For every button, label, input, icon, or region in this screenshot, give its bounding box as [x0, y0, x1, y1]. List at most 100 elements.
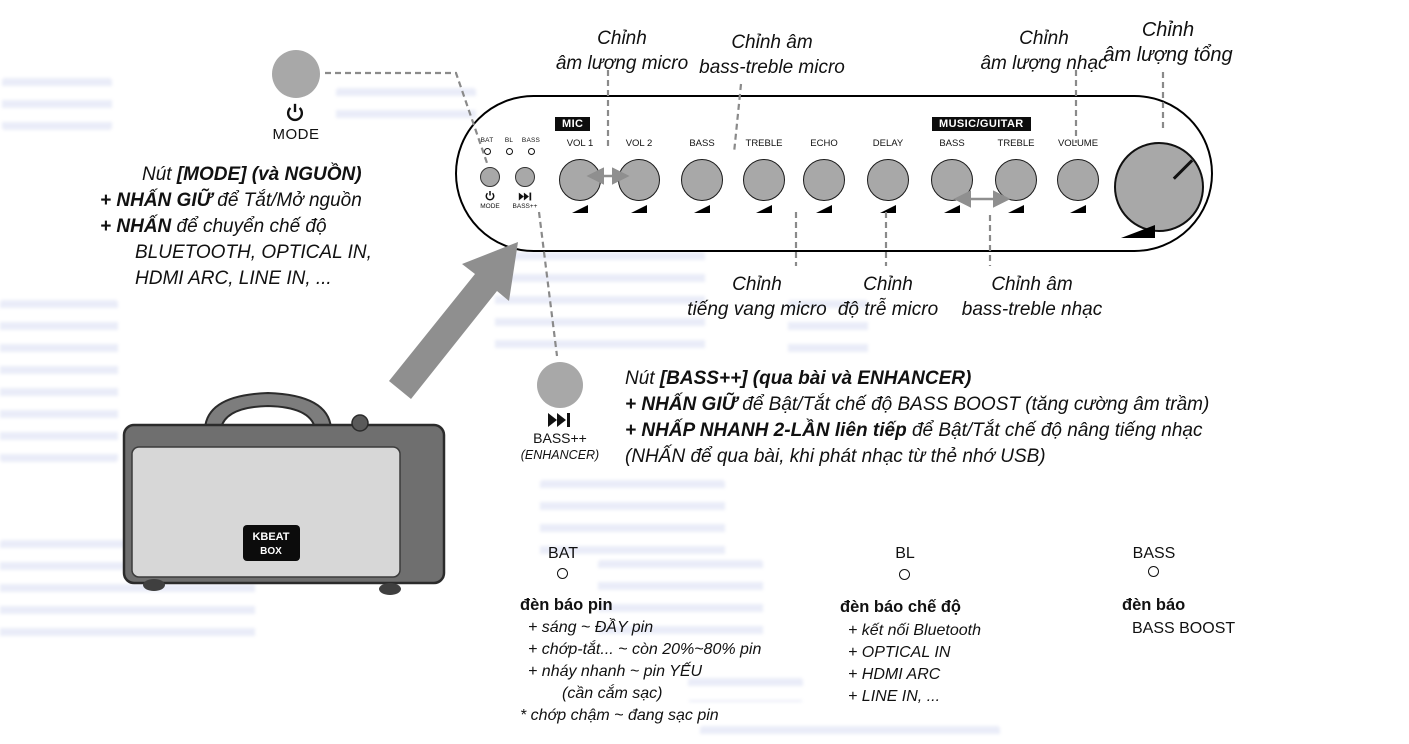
knob-label: ECHO: [810, 138, 838, 149]
ramp-icon: [880, 205, 896, 213]
knob-dial: [995, 159, 1037, 201]
bass-plus-button: [515, 167, 535, 187]
next-track-icon: [518, 192, 532, 201]
legend-bl-item: + kết nối Bluetooth: [848, 622, 981, 639]
speaker-logo-text: BOX: [260, 546, 282, 557]
mode-instructions-line: HDMI ARC, LINE IN, ...: [135, 268, 332, 289]
speaker-top-knob: [351, 414, 369, 432]
led-label-bass: BASS: [521, 137, 541, 144]
ramp-icon: [572, 205, 588, 213]
knob-label: BASS: [689, 138, 715, 149]
knob-label: DELAY: [872, 138, 904, 149]
ramp-icon: [756, 205, 772, 213]
knob-pointer: [1172, 159, 1194, 180]
legend-bat-label: BAT: [548, 545, 578, 562]
legend-bl-item: + OPTICAL IN: [848, 644, 951, 661]
speaker-handle: [203, 391, 333, 429]
knob-dial: [743, 159, 785, 201]
bat-led: [483, 148, 491, 155]
knob-label: TREBLE: [997, 138, 1035, 149]
callout-line: âm lượng micro: [555, 53, 689, 74]
callout-echo: Chỉnh tiếng vang micro: [687, 272, 826, 322]
callout-line: bass-treble nhạc: [961, 299, 1103, 320]
mode-instructions-title: Nút [MODE] (và NGUỒN): [142, 164, 362, 185]
bass-plus-annotation-sub: (ENHANCER): [520, 448, 600, 462]
knob-dial: [803, 159, 845, 201]
legend-bl-led: [899, 569, 910, 580]
knob-music-bass: BASS: [931, 138, 973, 213]
speaker-illustration: KBEAT BOX: [122, 391, 446, 595]
legend-bass-sub: BASS BOOST: [1132, 620, 1236, 637]
callout-delay: Chỉnh độ trễ micro: [838, 272, 938, 322]
callout-music-volume: Chỉnh âm lượng nhạc: [980, 26, 1107, 76]
knob-music-treble: TREBLE: [995, 138, 1037, 213]
bass-instructions-line: + NHẤN GIỮ để Bật/Tắt chế độ BASS BOOST …: [625, 394, 1210, 415]
bass-plus-annotation-label: BASS++: [533, 430, 587, 446]
knob-mic-bass: BASS: [681, 138, 723, 213]
knob-dial: [559, 159, 601, 201]
knob-dial: [1057, 159, 1099, 201]
callout-line: Chỉnh âm: [991, 274, 1073, 295]
print-bleed-artifact: [495, 252, 705, 360]
knob-label: VOL 2: [625, 138, 653, 149]
next-track-icon: [548, 413, 570, 427]
knob-dial: [931, 159, 973, 201]
mode-power-button: [480, 167, 500, 187]
knob-mic-vol1: VOL 1: [559, 138, 601, 213]
led-label-bl: BL: [504, 137, 514, 144]
bl-led: [505, 148, 513, 155]
panel-mode-label: MODE: [480, 203, 500, 210]
master-ramp-icon: [1121, 225, 1155, 238]
ramp-icon: [1070, 205, 1086, 213]
callout-mic-tone: Chỉnh âm bass-treble micro: [699, 30, 845, 80]
callout-line: tiếng vang micro: [687, 299, 827, 320]
callout-line: Chỉnh: [597, 28, 647, 49]
knob-label: TREBLE: [745, 138, 783, 149]
print-bleed-artifact: [700, 726, 1000, 742]
print-bleed-artifact: [336, 88, 476, 128]
knob-dial: [867, 159, 909, 201]
callout-line: Chỉnh: [1019, 28, 1069, 49]
callout-line: âm lượng tổng: [1103, 44, 1233, 66]
mode-instructions-line: + NHẤN để chuyển chế độ: [100, 216, 327, 237]
legend-bass-heading: đèn báo: [1122, 596, 1186, 614]
bass-led: [527, 148, 535, 155]
callout-line: Chỉnh: [1141, 19, 1195, 41]
music-guitar-section-badge: MUSIC/GUITAR: [932, 117, 1031, 131]
speaker-logo-plate: [243, 525, 300, 561]
mode-instructions-line: BLUETOOTH, OPTICAL IN,: [135, 242, 372, 263]
knob-echo: ECHO: [803, 138, 845, 213]
ramp-icon: [1008, 205, 1024, 213]
panel-bass-plus-label: BASS++: [512, 203, 538, 210]
knob-mic-vol2: VOL 2: [618, 138, 660, 213]
knob-dial: [618, 159, 660, 201]
ramp-icon: [944, 205, 960, 213]
mode-annotation-label: MODE: [272, 126, 320, 143]
bass-instructions-title: Nút [BASS++] (qua bài và ENHANCER): [625, 368, 972, 389]
legend-bass-led: [1148, 566, 1159, 577]
callout-music-tone: Chỉnh âm bass-treble nhạc: [962, 272, 1102, 322]
legend-bat-heading: đèn báo pin: [520, 596, 613, 614]
print-bleed-artifact: [788, 300, 868, 360]
ramp-icon: [631, 205, 647, 213]
print-bleed-artifact: [0, 300, 118, 462]
power-icon: [286, 103, 304, 122]
bass-instructions-line: (NHẤN để qua bài, khi phát nhạc từ thẻ n…: [625, 446, 1046, 467]
speaker-logo-text: KBEAT: [252, 531, 289, 543]
callout-master-volume: Chỉnh âm lượng tổng: [1103, 18, 1232, 68]
led-label-bat: BAT: [480, 137, 494, 144]
print-bleed-artifact: [688, 678, 803, 702]
legend-bl-label: BL: [895, 545, 915, 562]
knob-dial: [681, 159, 723, 201]
callout-line: âm lượng nhạc: [980, 53, 1108, 74]
speaker-front-grille: [131, 446, 401, 578]
print-bleed-artifact: [2, 78, 112, 130]
legend-bat-item: + sáng ~ ĐẦY pin: [528, 619, 654, 636]
legend-bat-item: (cần cắm sạc): [562, 685, 663, 702]
legend-bl-heading: đèn báo chế độ: [840, 598, 962, 616]
mode-instructions-line: + NHẤN GIỮ để Tắt/Mở nguồn: [100, 190, 362, 211]
bass-instructions-line: + NHẤP NHANH 2-LẦN liên tiếp để Bật/Tắt …: [625, 420, 1203, 441]
ramp-icon: [816, 205, 832, 213]
print-bleed-artifact: [598, 560, 763, 642]
